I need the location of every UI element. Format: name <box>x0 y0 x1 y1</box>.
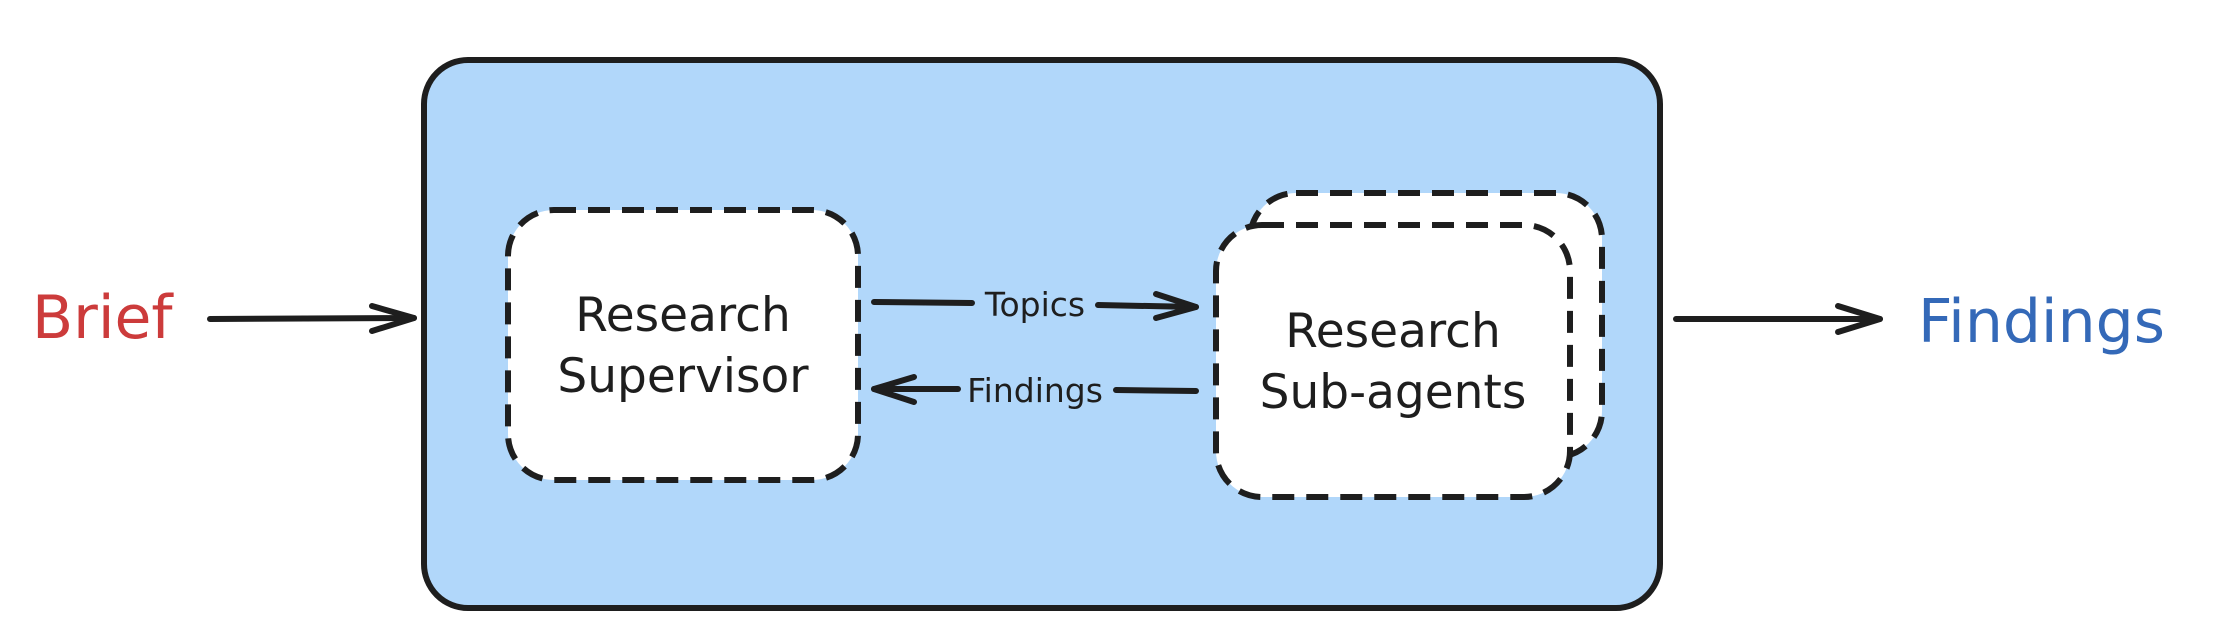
subagents-label-line1: Research <box>1285 304 1501 359</box>
output-arrow <box>1673 303 1883 335</box>
topics-arrow <box>871 291 1199 321</box>
output-label: Findings <box>1918 287 2165 357</box>
subagents-node <box>1213 222 1573 500</box>
subagents-label-line2: Sub-agents <box>1260 365 1527 420</box>
input-arrow <box>207 303 417 334</box>
input-label: Brief <box>32 283 174 353</box>
supervisor-label-line1: Research <box>575 288 791 343</box>
findings-edge-label: Findings <box>967 371 1103 410</box>
supervisor-label-line2: Supervisor <box>557 349 809 404</box>
supervisor-node <box>505 207 861 483</box>
topics-label: Topics <box>984 285 1085 324</box>
findings-arrow <box>871 374 1199 405</box>
